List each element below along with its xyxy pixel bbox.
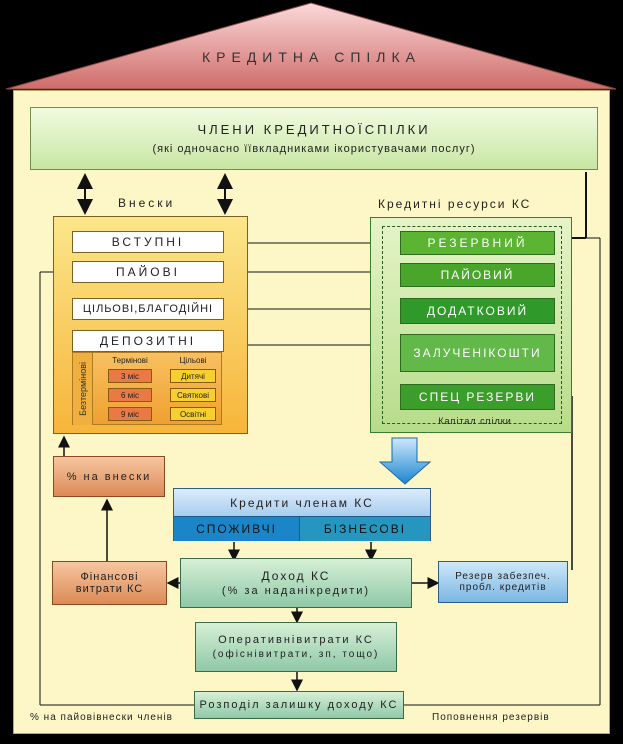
- reserve-fund-line1: Резерв забезпеч.: [455, 571, 551, 582]
- credits-consumer: СПОЖИВЧІ: [174, 516, 299, 541]
- capital-dotted-frame: [382, 226, 562, 424]
- contributions-label: Внески: [118, 196, 176, 210]
- resources-label: Кредитні ресурси КС: [378, 197, 532, 211]
- credits-title: Кредити членам КС: [174, 489, 430, 516]
- resource-reserve: РЕЗЕРВНИЙ: [400, 231, 555, 255]
- bottom-right-label: Поповнення резервів: [432, 712, 550, 723]
- term-9m: 9 міс: [108, 407, 152, 421]
- term-6m: 6 міс: [108, 388, 152, 402]
- contribution-targeted: ЦІЛЬОВІ,БЛАГОДІЙНІ: [72, 298, 224, 320]
- resource-borrowed: ЗАЛУЧЕНІКОШТИ: [400, 334, 555, 372]
- percent-contrib-box: % на внески: [53, 456, 165, 497]
- financial-costs-line2: витрати КС: [75, 583, 144, 595]
- roof-title: КРЕДИТНА СПІЛКА: [201, 49, 421, 65]
- target-education: Освітні: [170, 407, 216, 421]
- operating-line1: Оперативнівитрати КС: [218, 634, 374, 646]
- resource-special-reserve: СПЕЦ РЕЗЕРВИ: [400, 384, 555, 410]
- term-header: Терміновi: [112, 355, 148, 365]
- target-holiday: Святкові: [170, 388, 216, 402]
- target-header: Цільові: [179, 355, 207, 365]
- financial-costs-box: Фінансові витрати КС: [52, 561, 167, 605]
- reserve-fund-line2: пробл. кредитів: [459, 582, 547, 593]
- operating-line2: (офіснівитрати, зп, тощо): [212, 649, 380, 660]
- distribution-box: Розподіл залишку доходу КС: [194, 691, 404, 719]
- members-title: ЧЛЕНИ КРЕДИТНОЇСПІЛКИ: [197, 122, 431, 137]
- credits-business: БІЗНЕСОВІ: [299, 516, 430, 541]
- resource-share: ПАЙОВИЙ: [400, 263, 555, 287]
- income-line2: (% за наданікредити): [221, 585, 371, 597]
- contribution-deposit: ДЕПОЗИТНІ: [72, 330, 224, 352]
- contribution-share: ПАЙОВІ: [72, 261, 224, 283]
- income-line1: Доход КС: [261, 569, 331, 583]
- term-3m: 3 міс: [108, 369, 152, 383]
- members-box: ЧЛЕНИ КРЕДИТНОЇСПІЛКИ (які одночасно їїв…: [30, 107, 598, 170]
- financial-costs-line1: Фінансові: [80, 571, 139, 583]
- income-box: Доход КС (% за наданікредити): [180, 558, 412, 608]
- contribution-entrance: ВСТУПНІ: [72, 231, 224, 253]
- indefinite-label: Безтермінові: [73, 353, 93, 425]
- bottom-left-label: % на пайовівнески членів: [30, 712, 173, 723]
- target-children: Дитячі: [170, 369, 216, 383]
- members-subtitle: (які одночасно їївкладниками ікористувач…: [152, 143, 476, 155]
- operating-box: Оперативнівитрати КС (офіснівитрати, зп,…: [195, 622, 397, 672]
- resource-additional: ДОДАТКОВИЙ: [400, 298, 555, 324]
- roof: [5, 2, 617, 90]
- capital-label: Капітал спілки: [438, 416, 512, 426]
- reserve-fund-box: Резерв забезпеч. пробл. кредитів: [438, 561, 568, 603]
